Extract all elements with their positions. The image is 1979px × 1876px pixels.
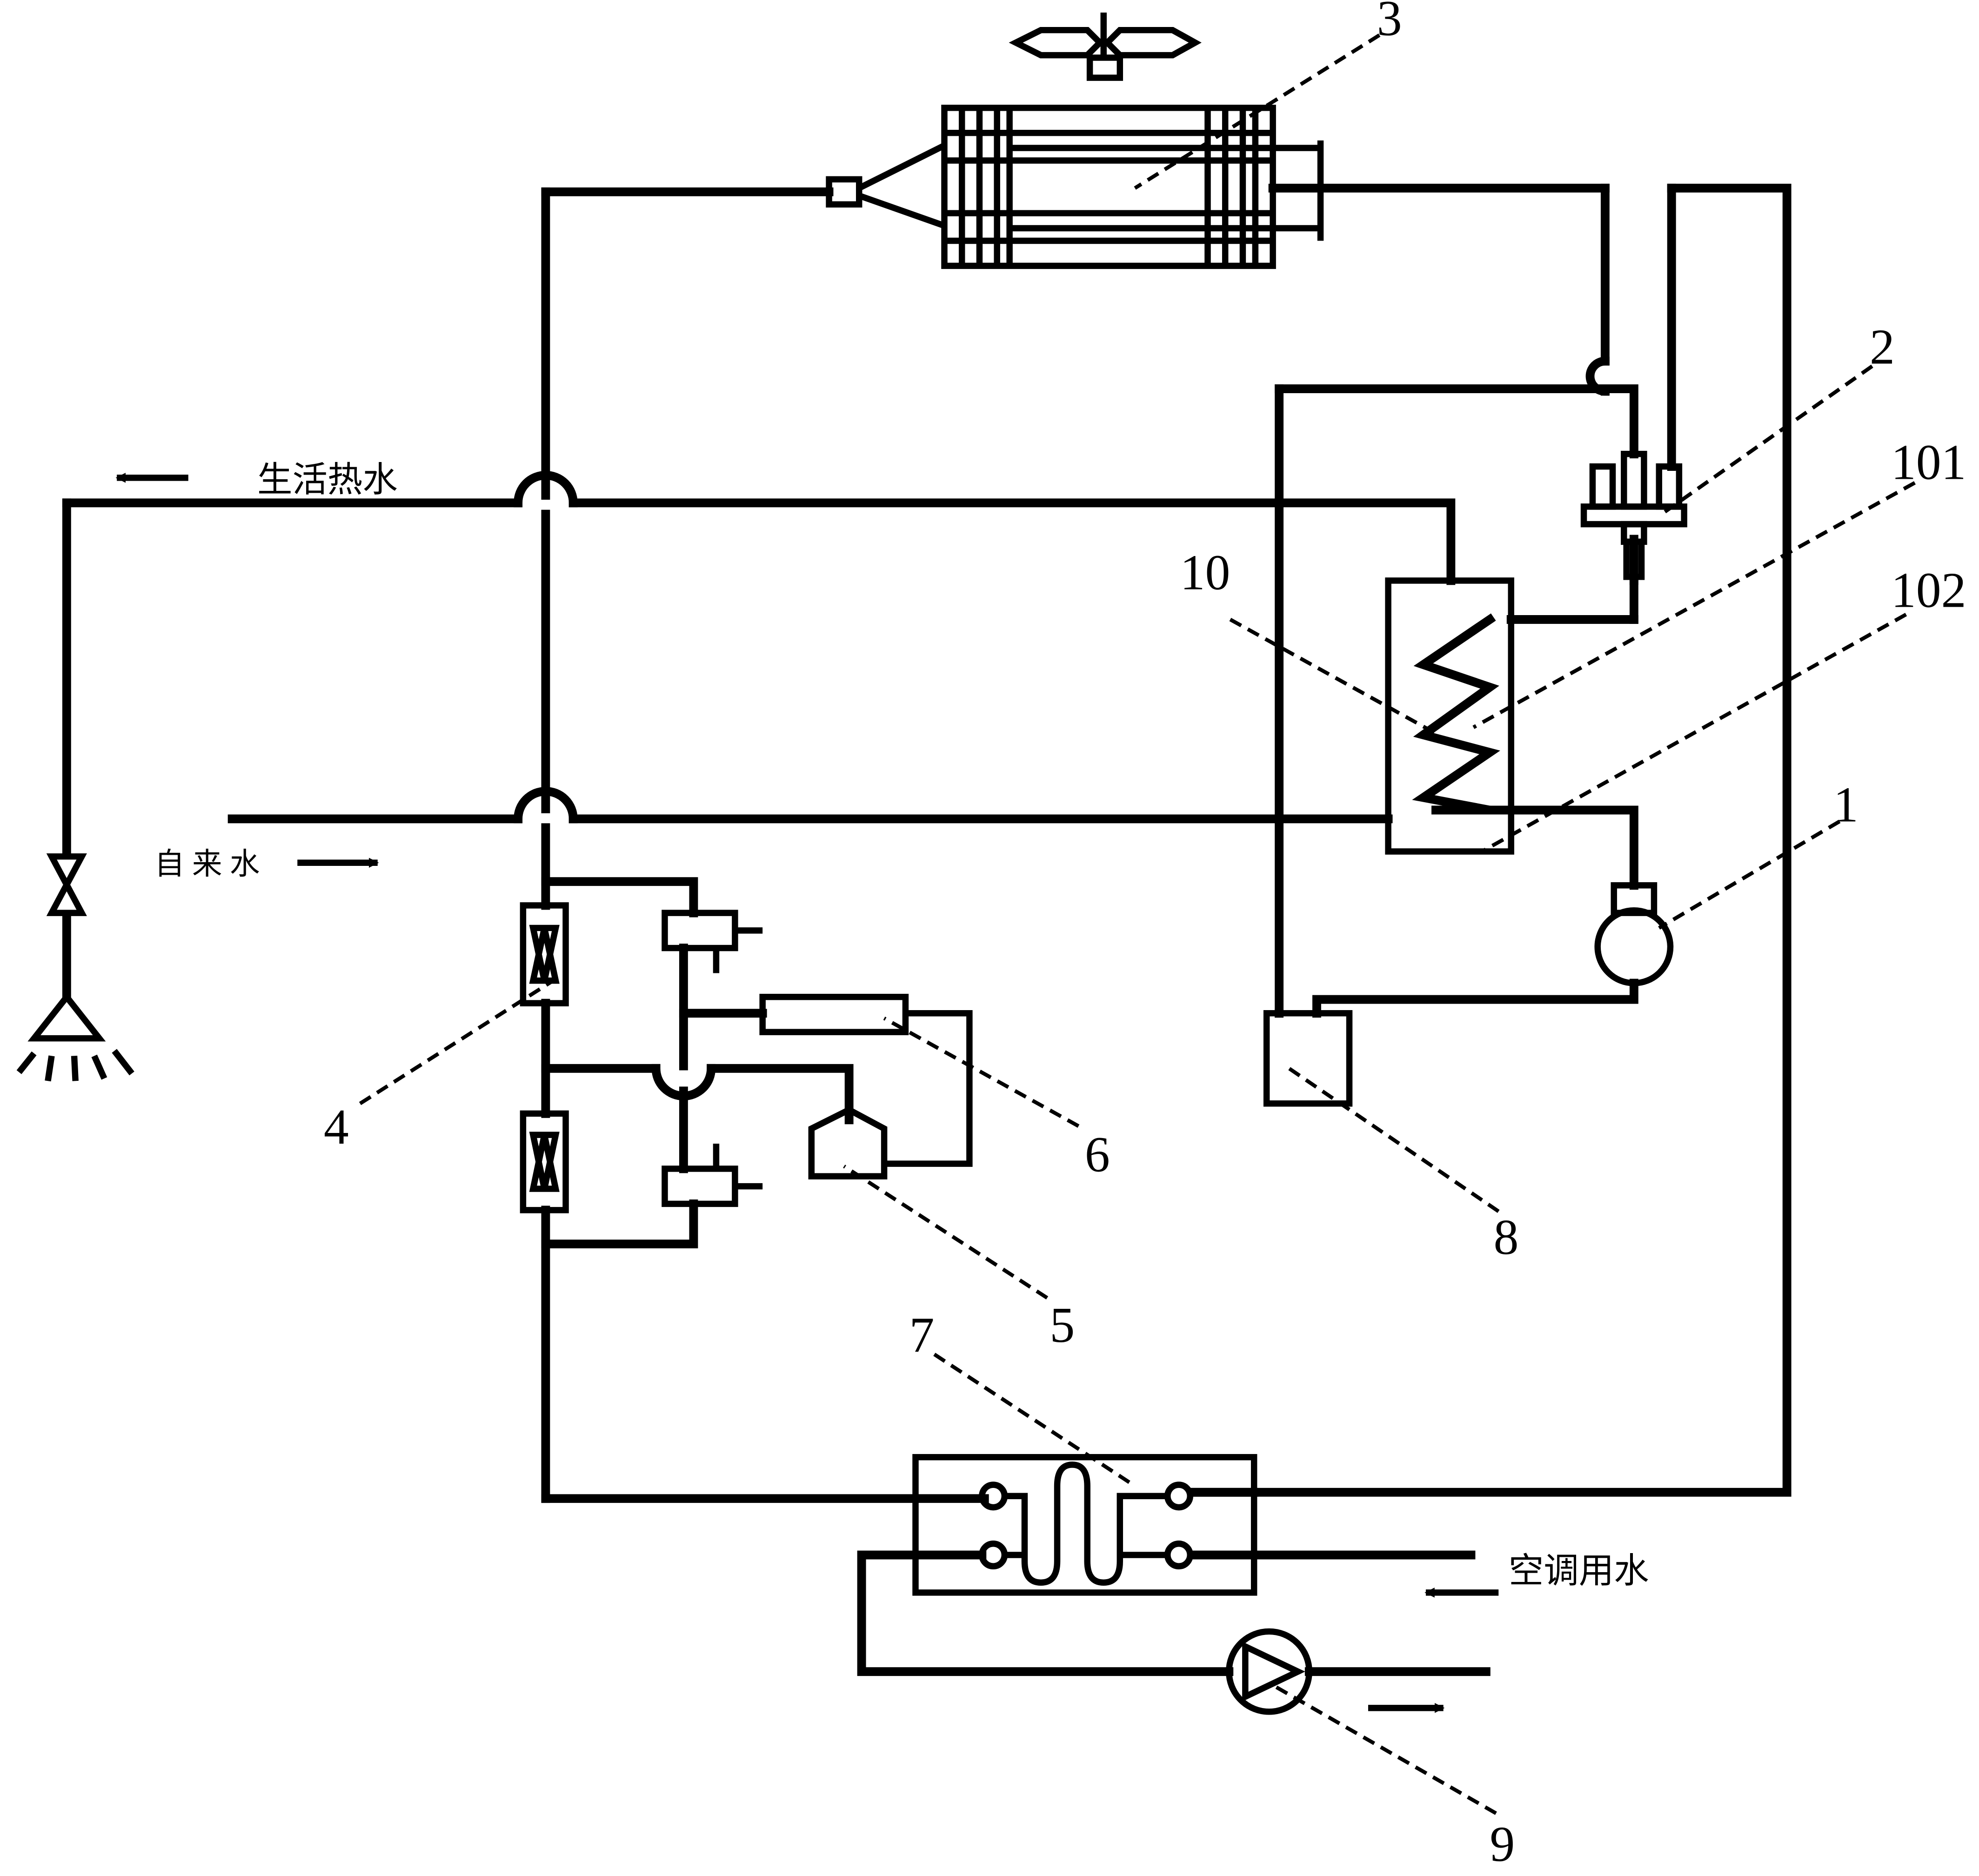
tap-water-line (227, 787, 1393, 868)
compressor (1312, 882, 1674, 1018)
check-valve-bypass (541, 877, 854, 1249)
air-heat-exchanger (826, 105, 1324, 269)
label-6: 6 (1085, 1127, 1110, 1182)
label-9: 9 (1490, 1817, 1515, 1872)
label-2: 2 (1870, 320, 1895, 375)
label-7: 7 (909, 1307, 935, 1363)
filter (808, 1106, 888, 1179)
ac-water-loop (857, 1550, 1499, 1713)
label-101: 101 (1891, 435, 1966, 490)
label-8: 8 (1493, 1210, 1518, 1265)
label-4: 4 (324, 1099, 349, 1155)
gas-liquid-separator (1263, 1010, 1353, 1107)
four-way-valve (1580, 450, 1687, 580)
expansion-valve-group (520, 902, 569, 1213)
label-102: 102 (1891, 563, 1966, 618)
water-heat-exchanger (912, 1454, 1259, 1596)
water-tank (1385, 577, 1638, 890)
label-3: 3 (1377, 0, 1402, 46)
water-pump (1226, 1628, 1313, 1715)
label-5: 5 (1050, 1298, 1075, 1353)
refrigerant-piping (541, 183, 1792, 1503)
capillary-tube (759, 993, 973, 1167)
leader-lines (359, 34, 1916, 1815)
tap-water-label: 自来水 (154, 847, 267, 882)
label-1: 1 (1833, 777, 1859, 832)
ac-water-label: 空调用水 (1509, 1550, 1649, 1591)
component-labels: 3 2 101 102 10 1 4 6 5 8 7 9 (324, 0, 1966, 1872)
flow-labels: 生活热水 自来水 空调用水 (154, 459, 1649, 1591)
label-10: 10 (1180, 545, 1230, 601)
hot-water-label: 生活热水 (257, 459, 398, 500)
fan-icon (1009, 12, 1202, 81)
hot-water-line (16, 471, 1456, 1082)
